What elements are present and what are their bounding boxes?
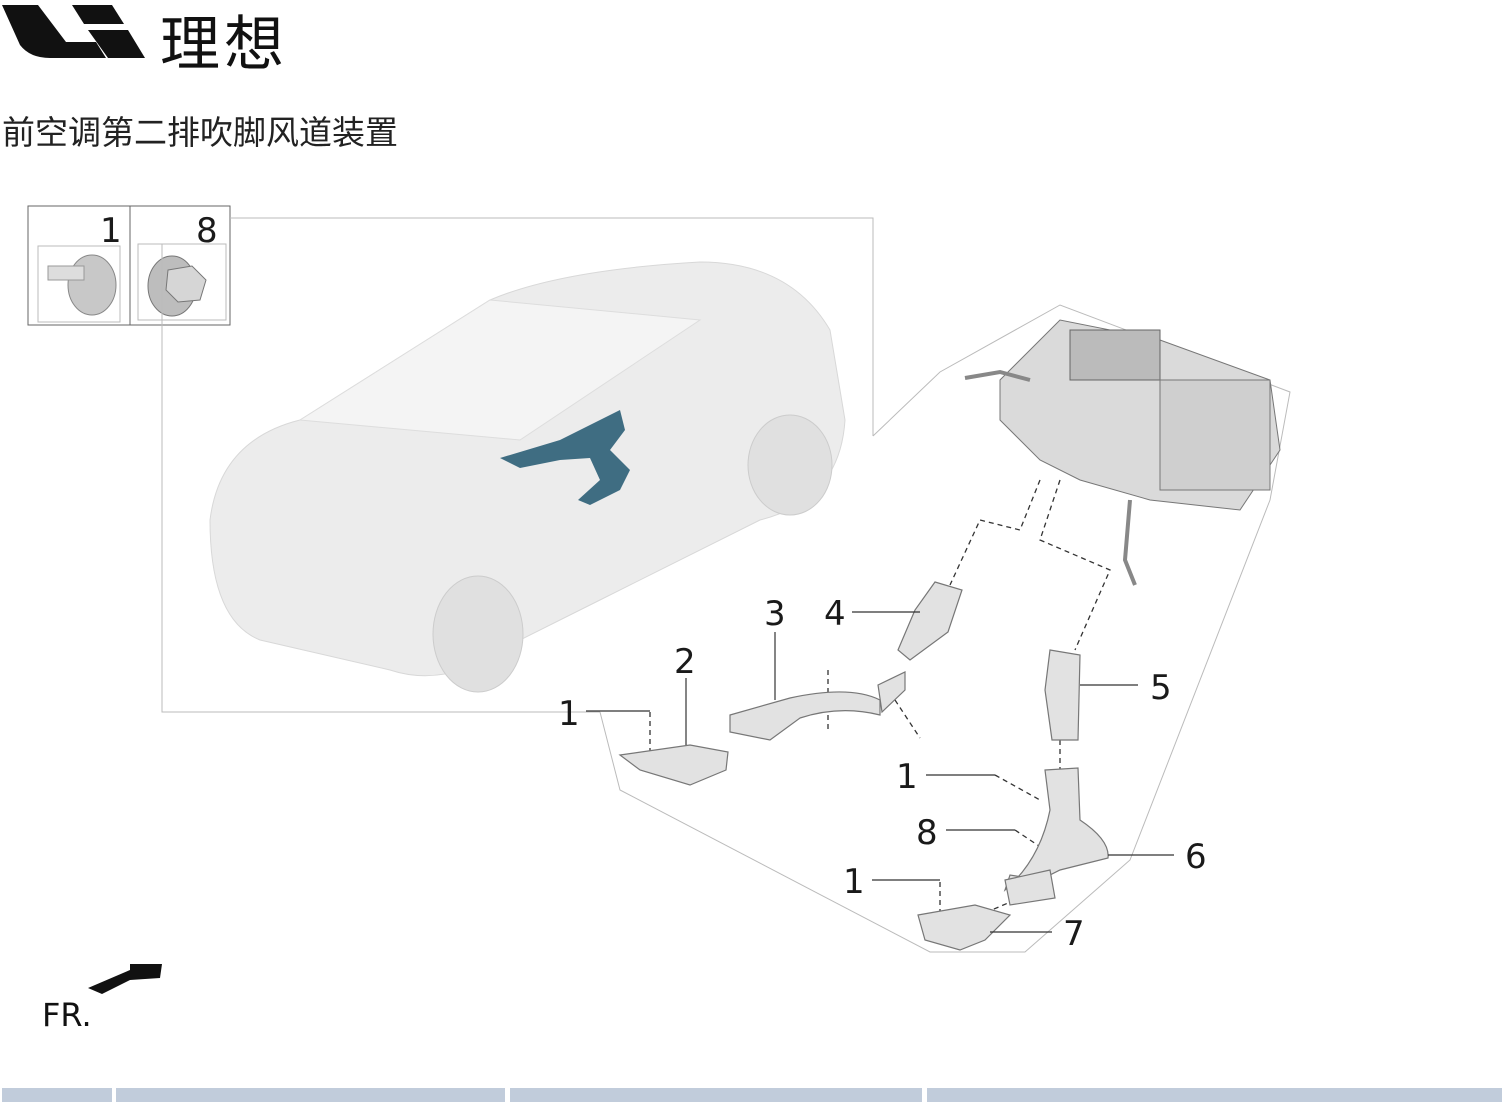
callout-3: 3 xyxy=(764,594,786,634)
legend-number-8: 8 xyxy=(196,211,218,251)
brand-name: 理想 xyxy=(160,10,288,80)
vehicle-locator-image xyxy=(209,261,846,693)
duct-part-7 xyxy=(917,904,1012,951)
table-header-cell xyxy=(510,1088,922,1102)
table-header-cell xyxy=(927,1088,1502,1102)
callout-1b: 1 xyxy=(896,757,918,797)
clip-icon xyxy=(47,254,117,316)
callout-6: 6 xyxy=(1185,837,1207,877)
duct-part-4 xyxy=(897,581,963,661)
duct-part-6 xyxy=(1003,767,1109,892)
highlighted-duct xyxy=(500,410,630,505)
table-header-cell xyxy=(116,1088,505,1102)
hvac-unit-image xyxy=(964,319,1281,586)
callout-7: 7 xyxy=(1063,914,1085,954)
callout-1c: 1 xyxy=(843,862,865,902)
duct-part-3 xyxy=(729,691,881,741)
legend-number-1: 1 xyxy=(100,211,122,251)
nut-icon xyxy=(147,255,207,317)
callout-8: 8 xyxy=(916,813,938,853)
page-title: 前空调第二排吹脚风道装置 xyxy=(2,113,398,152)
table-header-cell xyxy=(2,1088,112,1102)
li-auto-logo-icon xyxy=(2,5,145,58)
fastener-legend: 1 8 xyxy=(27,205,231,326)
duct-parts xyxy=(618,581,1109,951)
callout-2: 2 xyxy=(674,642,696,682)
callout-4: 4 xyxy=(824,594,846,634)
callout-1a: 1 xyxy=(558,694,580,734)
brand-logo: 理想 xyxy=(0,0,284,80)
duct-part-5 xyxy=(1044,649,1081,741)
duct-part-2 xyxy=(618,744,729,786)
callout-5: 5 xyxy=(1150,668,1172,708)
front-direction-arrow-icon xyxy=(88,964,162,994)
front-direction-label: FR. xyxy=(42,996,92,1034)
